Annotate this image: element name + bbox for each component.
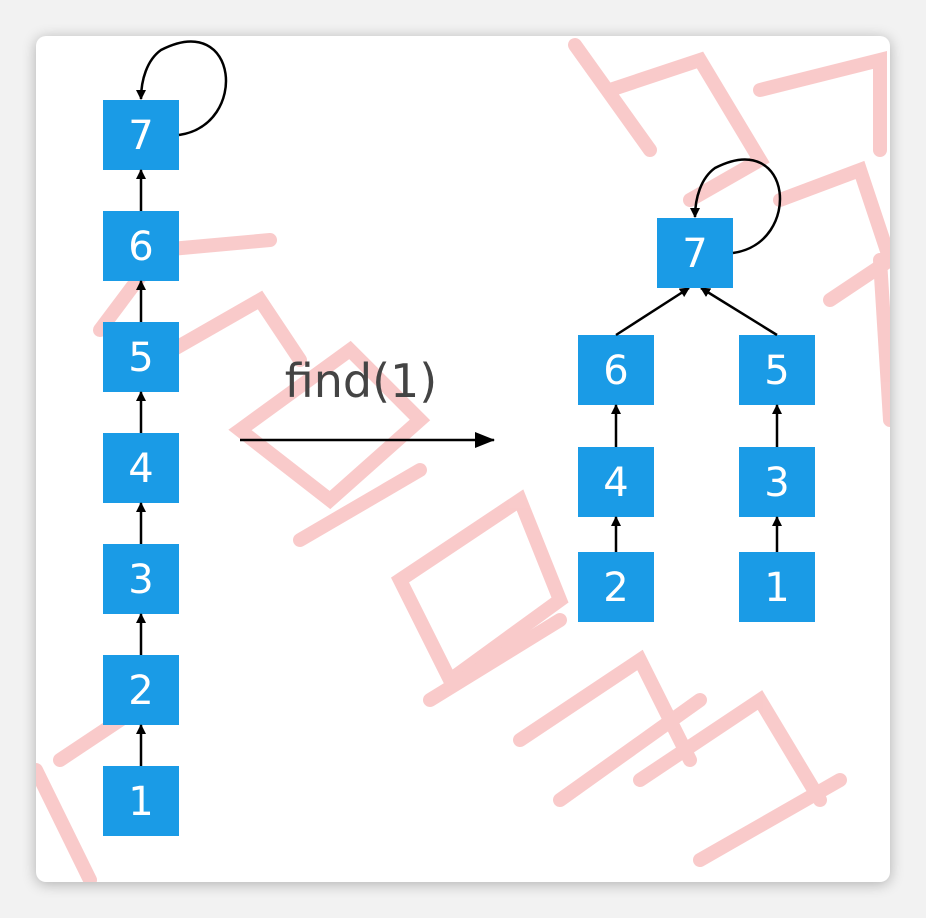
- node-box: [103, 211, 179, 281]
- node-7: 7: [103, 100, 179, 170]
- node-3: 3: [103, 544, 179, 614]
- find-operation-label: find(1): [285, 354, 438, 408]
- edge-5-to-7: [700, 286, 778, 337]
- node-box: [103, 766, 179, 836]
- node-box: [578, 552, 654, 622]
- node-2: 2: [578, 552, 654, 622]
- node-2: 2: [103, 655, 179, 725]
- node-box: [657, 218, 733, 288]
- node-label: 1: [764, 565, 789, 611]
- before-chain: 7 6 5 4 3 2 1: [103, 40, 228, 836]
- node-label: 4: [128, 446, 153, 492]
- edge-6-to-7: [615, 286, 690, 337]
- node-label: 6: [128, 224, 153, 270]
- node-box: [739, 447, 815, 517]
- node-box: [103, 544, 179, 614]
- node-label: 3: [764, 460, 789, 506]
- node-box: [739, 552, 815, 622]
- self-loop-7: [136, 40, 228, 137]
- node-label: 7: [682, 231, 707, 277]
- node-label: 3: [128, 557, 153, 603]
- node-label: 5: [764, 348, 789, 394]
- node-box: [103, 322, 179, 392]
- node-label: 5: [128, 335, 153, 381]
- node-box: [578, 335, 654, 405]
- after-tree: 6 4 2 5 3 1 7: [578, 158, 815, 622]
- watermark: [36, 38, 890, 882]
- node-label: 4: [603, 460, 628, 506]
- node-label: 2: [603, 565, 628, 611]
- node-box: [578, 447, 654, 517]
- node-box: [103, 655, 179, 725]
- self-loop-7: [690, 158, 782, 255]
- node-label: 2: [128, 668, 153, 714]
- node-5: 5: [739, 335, 815, 405]
- node-6: 6: [103, 211, 179, 281]
- node-box: [103, 433, 179, 503]
- node-label: 1: [128, 779, 153, 825]
- node-4: 4: [103, 433, 179, 503]
- node-box: [103, 100, 179, 170]
- node-7: 7: [657, 218, 733, 288]
- node-1: 1: [103, 766, 179, 836]
- node-4: 4: [578, 447, 654, 517]
- node-label: 7: [128, 113, 153, 159]
- node-1: 1: [739, 552, 815, 622]
- node-label: 6: [603, 348, 628, 394]
- node-3: 3: [739, 447, 815, 517]
- node-6: 6: [578, 335, 654, 405]
- node-box: [739, 335, 815, 405]
- node-5: 5: [103, 322, 179, 392]
